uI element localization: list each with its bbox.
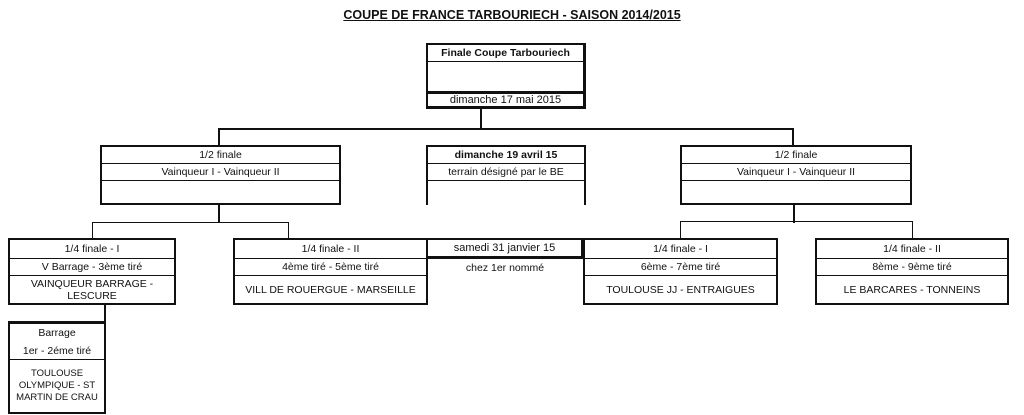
quarter-box: 1/4 finale - II 8ème - 9ème tiré LE BARC… (815, 238, 1009, 305)
quarter-teams: VILL DE ROUERGUE - MARSEILLE (245, 283, 416, 296)
semi-venue: terrain désigné par le BE (428, 164, 584, 181)
connector (92, 222, 289, 223)
barrage-box: Barrage 1er - 2éme tiré TOULOUSE OLYMPIQ… (8, 322, 106, 414)
connector (218, 204, 220, 223)
quarter-draw: 8ème - 9ème tiré (817, 259, 1007, 276)
semi-date: dimanche 19 avril 15 (428, 147, 584, 164)
semi-left-result (102, 181, 339, 203)
semi-right-match: Vainqueur I - Vainqueur II (682, 164, 910, 181)
connector (218, 128, 794, 130)
semi-left-box: 1/2 finale Vainqueur I - Vainqueur II (100, 145, 341, 205)
connector (480, 108, 482, 129)
semi-info-box: dimanche 19 avril 15 terrain désigné par… (426, 145, 586, 205)
quarter-teams: TOULOUSE JJ - ENTRAIGUES (606, 283, 755, 296)
quarter-box: 1/4 finale - I V Barrage - 3ème tiré VAI… (8, 238, 176, 305)
barrage-draw: 1er - 2éme tiré (10, 342, 104, 360)
barrage-round: Barrage (38, 327, 76, 339)
quarter-round: 1/4 finale - II (817, 240, 1007, 259)
semi-right-round: 1/2 finale (682, 147, 910, 164)
connector (793, 204, 795, 223)
connector (792, 128, 794, 146)
semi-info-blank (428, 181, 584, 205)
semi-left-round: 1/2 finale (102, 147, 339, 164)
final-date: dimanche 17 mai 2015 (449, 94, 562, 106)
connector (680, 221, 681, 238)
connector (92, 222, 93, 238)
final-box: Finale Coupe Tarbouriech dimanche 17 mai… (426, 43, 586, 109)
final-header: Finale Coupe Tarbouriech (428, 45, 583, 62)
connector (680, 221, 913, 222)
connector (218, 128, 220, 146)
quarter-date: samedi 31 janvier 15 (453, 242, 556, 254)
connector (288, 222, 289, 238)
quarter-box: 1/4 finale - II 4ème tiré - 5ème tiré VI… (233, 238, 428, 305)
quarter-draw: 6ème - 7ème tiré (585, 259, 776, 276)
quarter-venue: chez 1er nommé (465, 262, 545, 274)
quarter-teams: LE BARCARES - TONNEINS (843, 283, 981, 296)
quarter-draw: V Barrage - 3ème tiré (10, 259, 174, 276)
quarter-date-box: samedi 31 janvier 15 (426, 238, 584, 259)
connector (104, 304, 106, 323)
final-result (428, 62, 583, 94)
quarter-teams: VAINQUEUR BARRAGE - LESCURE (30, 277, 154, 302)
barrage-teams: TOULOUSE OLYMPIQUE - ST MARTIN DE CRAU (16, 368, 98, 403)
semi-left-match: Vainqueur I - Vainqueur II (102, 164, 339, 181)
connector (912, 221, 913, 238)
quarter-draw: 4ème tiré - 5ème tiré (235, 259, 426, 276)
semi-right-result (682, 181, 910, 203)
quarter-box: 1/4 finale - I 6ème - 7ème tiré TOULOUSE… (583, 238, 778, 305)
semi-right-box: 1/2 finale Vainqueur I - Vainqueur II (680, 145, 912, 205)
quarter-round: 1/4 finale - II (235, 240, 426, 259)
page-title: COUPE DE FRANCE TARBOURIECH - SAISON 201… (343, 8, 681, 22)
quarter-round: 1/4 finale - I (10, 240, 174, 259)
quarter-round: 1/4 finale - I (585, 240, 776, 259)
